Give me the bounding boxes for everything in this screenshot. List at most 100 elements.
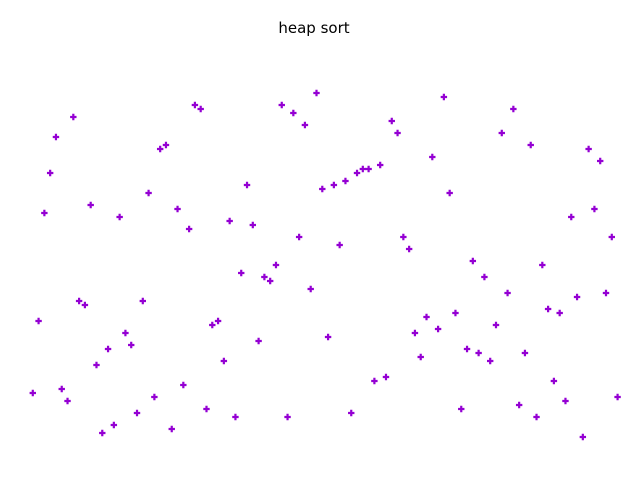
data-point	[272, 261, 280, 269]
data-point	[220, 357, 228, 365]
data-point	[458, 405, 465, 413]
data-point	[400, 233, 407, 241]
data-point	[214, 317, 222, 325]
data-point	[429, 153, 436, 161]
data-point	[417, 353, 424, 361]
data-point	[116, 213, 123, 221]
data-point	[145, 189, 152, 197]
data-point	[411, 329, 419, 337]
data-point	[405, 245, 413, 253]
data-point	[29, 389, 36, 397]
data-point	[58, 385, 65, 393]
data-point	[266, 277, 274, 285]
data-point	[376, 161, 384, 169]
data-point	[527, 141, 534, 149]
data-point	[133, 409, 141, 417]
data-point	[203, 405, 210, 413]
data-point	[284, 413, 291, 421]
data-point	[243, 181, 251, 189]
data-point	[562, 397, 569, 405]
data-point	[510, 105, 517, 113]
data-point	[290, 109, 297, 117]
data-point	[319, 185, 326, 193]
data-point	[180, 381, 187, 389]
data-point	[313, 89, 320, 97]
data-point	[550, 377, 558, 385]
data-point	[110, 421, 118, 429]
data-point	[295, 233, 303, 241]
data-point	[151, 393, 158, 401]
data-point	[591, 205, 598, 213]
data-point	[463, 345, 471, 353]
data-point	[104, 345, 112, 353]
data-point	[394, 129, 401, 137]
data-point	[99, 429, 106, 437]
data-point	[226, 217, 233, 225]
data-point	[191, 101, 199, 109]
data-point	[481, 273, 488, 281]
data-point	[46, 169, 54, 177]
data-point	[568, 213, 575, 221]
data-point	[70, 113, 77, 121]
data-point	[278, 101, 285, 109]
data-point	[539, 261, 546, 269]
data-point	[93, 361, 100, 369]
data-point	[87, 201, 94, 209]
data-point	[597, 157, 604, 165]
data-point	[261, 273, 268, 281]
data-point	[232, 413, 239, 421]
data-point	[371, 377, 378, 385]
data-point	[41, 209, 48, 217]
data-point	[348, 409, 355, 417]
data-point	[492, 321, 500, 329]
data-point	[64, 397, 71, 405]
data-point	[307, 285, 314, 293]
data-point	[515, 401, 523, 409]
data-point	[324, 333, 332, 341]
data-point	[249, 221, 257, 229]
data-point	[602, 289, 610, 297]
data-point	[162, 141, 170, 149]
plot-area	[29, 89, 621, 441]
data-point	[359, 165, 367, 173]
data-point	[75, 297, 83, 305]
data-point	[174, 205, 181, 213]
data-point	[585, 145, 592, 153]
data-point	[197, 105, 204, 113]
data-point	[139, 297, 146, 305]
data-point	[452, 309, 459, 317]
data-point	[388, 117, 395, 125]
data-point	[156, 145, 164, 153]
data-point	[544, 305, 552, 313]
data-point	[342, 177, 349, 185]
data-point	[128, 341, 135, 349]
data-point	[365, 165, 372, 173]
data-point	[255, 337, 262, 345]
data-point	[504, 289, 511, 297]
data-point	[35, 317, 42, 325]
data-point	[382, 373, 390, 381]
data-point	[209, 321, 216, 329]
data-point	[475, 349, 482, 357]
data-point	[238, 269, 245, 277]
data-point	[336, 241, 343, 249]
data-point	[353, 169, 361, 177]
data-point	[573, 293, 581, 301]
data-point	[533, 413, 540, 421]
data-point	[434, 325, 442, 333]
data-point	[440, 93, 448, 101]
data-point	[498, 129, 505, 137]
data-point	[52, 133, 60, 141]
data-point	[556, 309, 563, 317]
data-point	[579, 433, 587, 441]
data-point	[423, 313, 430, 321]
data-point	[469, 257, 477, 265]
data-point	[330, 181, 338, 189]
data-point	[168, 425, 175, 433]
chart-title: heap sort	[278, 19, 349, 37]
data-point	[301, 121, 309, 129]
data-point	[608, 233, 615, 241]
data-point	[614, 393, 621, 401]
